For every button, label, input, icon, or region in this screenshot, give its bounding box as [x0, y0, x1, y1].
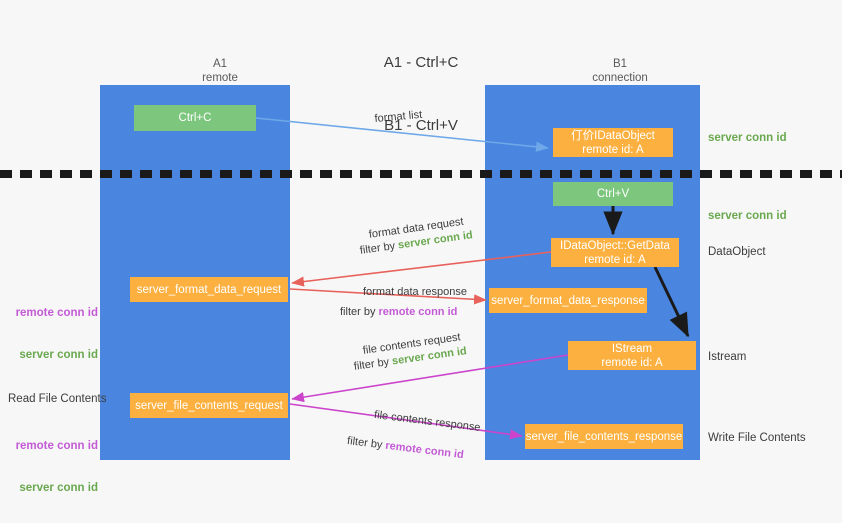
filter-prefix: filter by	[346, 434, 387, 452]
node-server-file-contents-response[interactable]: server_file_contents_response	[525, 424, 683, 449]
node-idataobject[interactable]: 仃价IDataObject remote id: A	[553, 128, 673, 157]
label-istream: Istream	[708, 351, 747, 363]
label-server-conn-id-left-1: server conn id	[19, 349, 98, 361]
node-istream[interactable]: IStream remote id: A	[568, 341, 696, 370]
filter-key-remote-conn-id: remote conn id	[384, 439, 465, 462]
filter-prefix: filter by	[353, 355, 393, 373]
node-ctrl-c[interactable]: Ctrl+C	[134, 105, 256, 131]
label-server-conn-id-left-2: server conn id	[19, 482, 98, 494]
edge-label-format-data-response: format data response	[363, 286, 467, 298]
filter-prefix: filter by	[340, 306, 379, 318]
edge-label-file-contents-response-filter: filter by remote conn id	[346, 434, 464, 463]
edge-label-format-data-response-filter: filter by remote conn id	[340, 305, 457, 320]
title-line-1: A1 - Ctrl+C	[383, 54, 459, 71]
edge-label-file-contents-response: file contents response	[373, 408, 482, 434]
label-dataobject: DataObject	[708, 246, 766, 258]
diagram-canvas: A1 - Ctrl+C B1 - Ctrl+V A1 remote B1 con…	[0, 54, 842, 494]
phase-separator	[0, 170, 842, 178]
label-server-conn-id-middle: server conn id	[708, 210, 787, 222]
filter-key-remote-conn-id: remote conn id	[378, 306, 458, 318]
node-server-file-contents-request[interactable]: server_file_contents_request	[130, 393, 288, 418]
label-server-conn-id-top: server conn id	[708, 132, 787, 144]
filter-prefix: filter by	[359, 239, 399, 257]
node-server-format-data-response[interactable]: server_format_data_response	[489, 288, 647, 313]
label-write-file-contents: Write File Contents	[708, 432, 806, 444]
label-read-file-contents: Read File Contents	[8, 393, 107, 405]
label-remote-conn-id-2: remote conn id	[15, 440, 98, 452]
label-left-conn-ids-bottom: remote conn id server conn id	[8, 411, 98, 523]
label-remote-conn-id-1: remote conn id	[15, 307, 98, 319]
node-idataobject-getdata[interactable]: IDataObject::GetData remote id: A	[551, 238, 679, 267]
node-ctrl-v[interactable]: Ctrl+V	[553, 182, 673, 206]
column-header-b1: B1 connection	[592, 58, 648, 84]
label-left-conn-ids-top: remote conn id server conn id	[8, 278, 98, 390]
column-header-a1: A1 remote	[202, 58, 238, 84]
node-server-format-data-request[interactable]: server_format_data_request	[130, 277, 288, 302]
